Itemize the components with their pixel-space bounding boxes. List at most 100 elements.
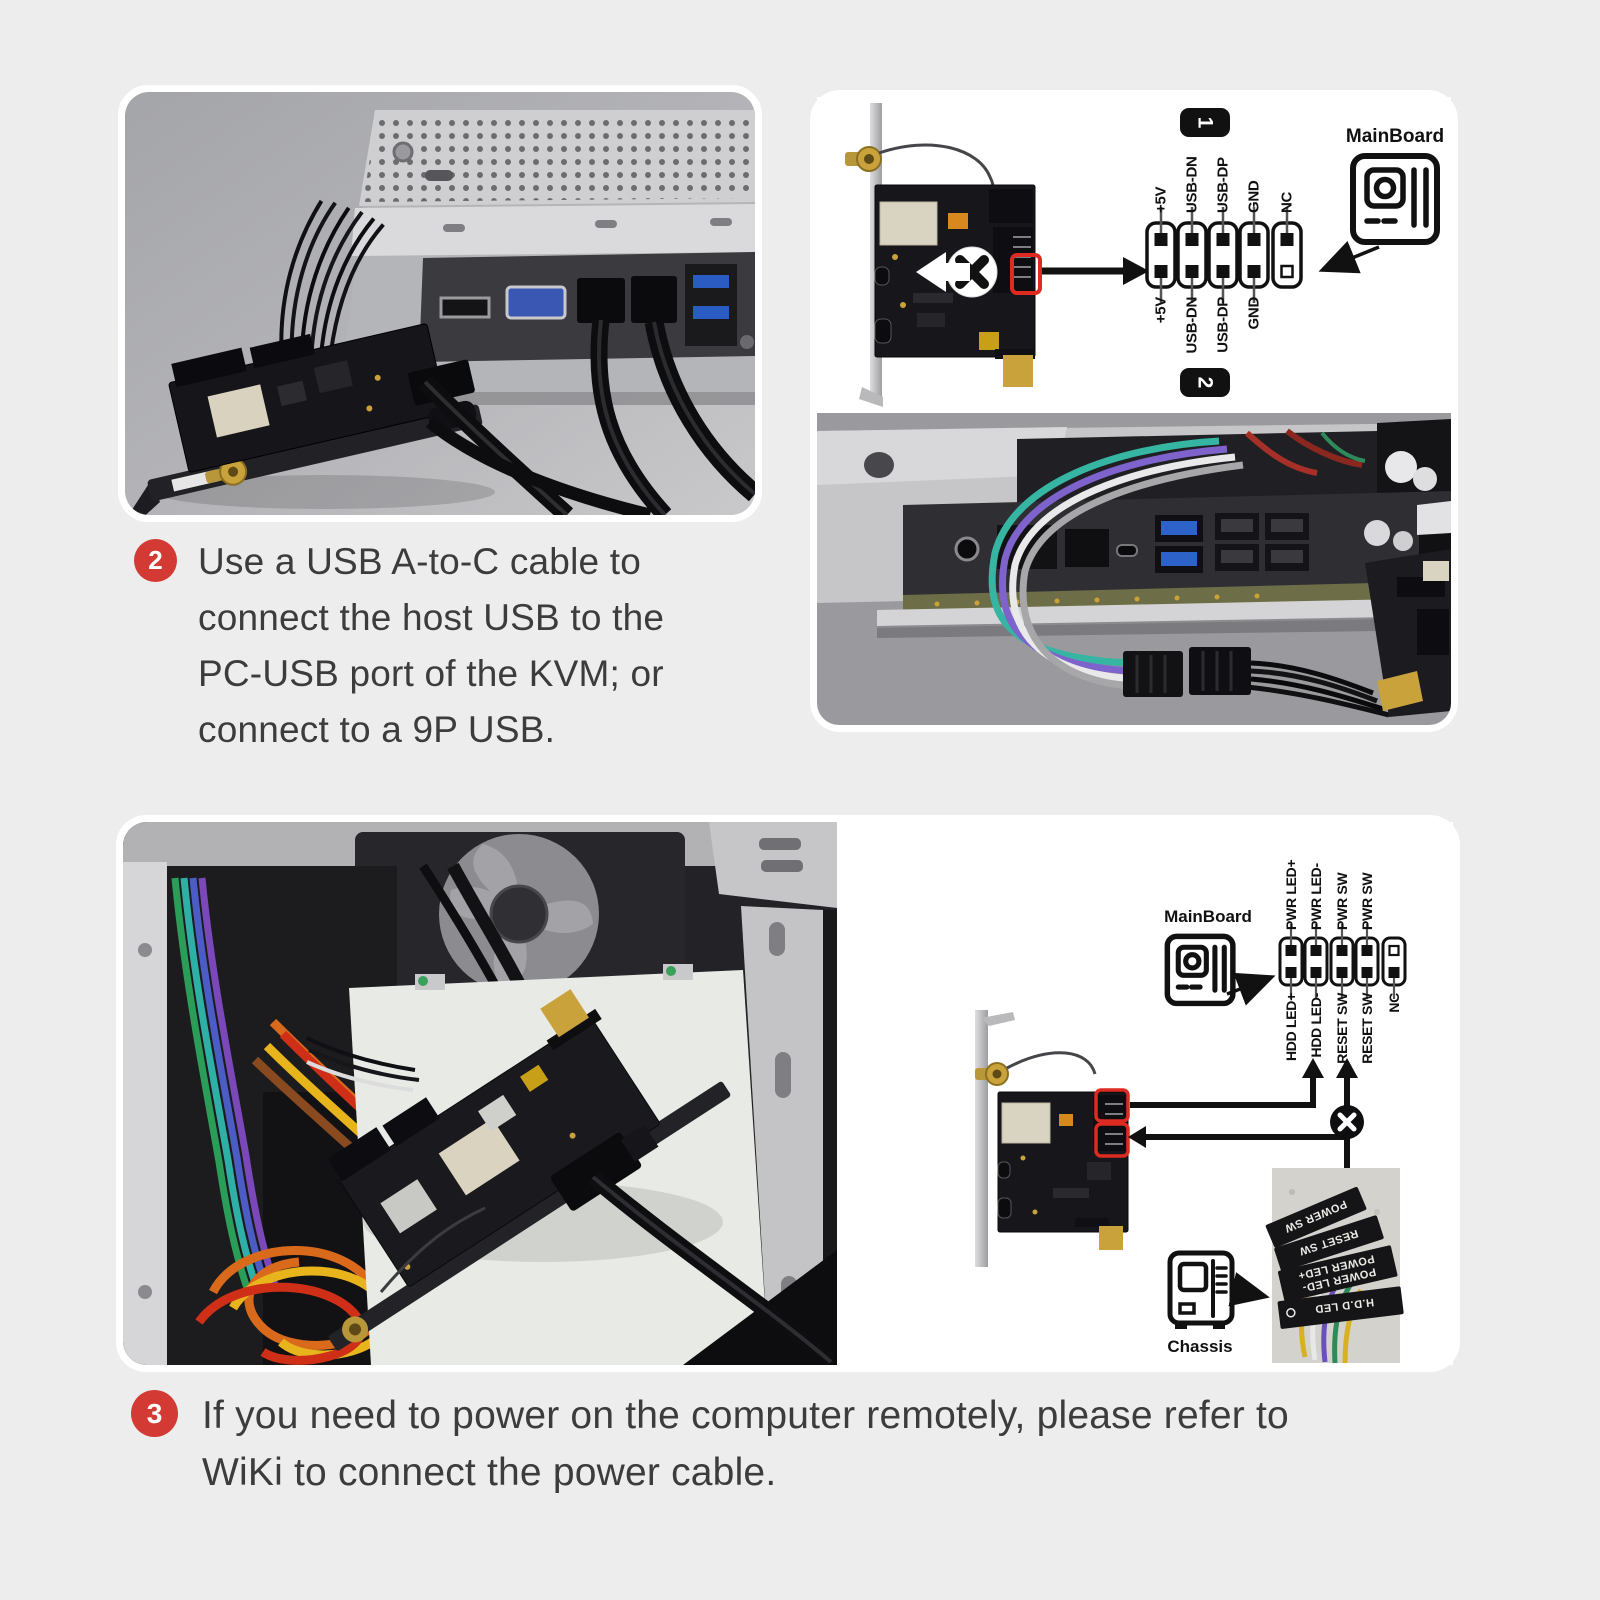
chassis-icon bbox=[1167, 1250, 1235, 1329]
step-2-number: 2 bbox=[148, 545, 163, 575]
pcie-edge-connector bbox=[1377, 671, 1423, 711]
usb3-ports bbox=[1155, 515, 1203, 573]
pin-label: RESET SW bbox=[1359, 992, 1375, 1064]
nc-open-pin bbox=[1388, 944, 1400, 957]
usbc-port bbox=[874, 266, 890, 286]
pin-label: HDD LED- bbox=[1308, 992, 1324, 1057]
header-wire-bundle bbox=[279, 199, 385, 365]
dupont-wires bbox=[306, 1036, 420, 1092]
pin2-badge bbox=[1180, 368, 1230, 397]
pin-label: PWR LED+ bbox=[1283, 860, 1299, 930]
pin-label: PWR SW bbox=[1334, 872, 1350, 930]
pin-label: RESET SW bbox=[1334, 992, 1350, 1064]
nc-open-pin bbox=[1280, 264, 1294, 279]
step-3-text: If you need to power on the computer rem… bbox=[202, 1394, 1289, 1494]
io-shield-area bbox=[903, 491, 1451, 597]
white-left-arrow-icon bbox=[916, 252, 970, 292]
pin-label: PWR SW bbox=[1359, 872, 1375, 930]
pin-label: PWR LED- bbox=[1308, 863, 1324, 930]
pc-case-rear bbox=[335, 110, 755, 405]
usb2-ports bbox=[1215, 513, 1309, 571]
usbc-port bbox=[874, 318, 892, 344]
shield-module bbox=[1001, 1102, 1051, 1144]
shield-module bbox=[438, 1118, 520, 1196]
orange-chip bbox=[948, 213, 968, 229]
sma-antenna-connector bbox=[845, 146, 882, 172]
kvm-card-illustration bbox=[845, 103, 1036, 407]
case-rail bbox=[741, 906, 823, 1365]
usbc-port bbox=[1116, 544, 1138, 557]
black-wires-to-card bbox=[1246, 660, 1390, 718]
power-header-diagram: MainBoard bbox=[837, 822, 1453, 1365]
photo-case-interior bbox=[123, 822, 837, 1365]
rainbow-ribbon-cable bbox=[171, 877, 280, 1296]
pin-label: HDD LED+ bbox=[1283, 993, 1299, 1061]
highlight-red-box-bottom bbox=[1094, 1122, 1130, 1158]
vga-port bbox=[505, 285, 567, 320]
case-screw bbox=[392, 141, 414, 163]
video-cable-plug bbox=[577, 278, 625, 323]
cables-to-case bbox=[590, 319, 755, 515]
chassis-label: Chassis bbox=[1167, 1337, 1232, 1356]
kvm-card-photo bbox=[125, 199, 483, 515]
pin-label: USB-DP bbox=[1215, 157, 1232, 213]
mainboard-label: MainBoard bbox=[1164, 907, 1252, 926]
pin-label: +5V bbox=[1153, 297, 1170, 324]
pin-label: USB-DN bbox=[1184, 297, 1201, 354]
photo-9pin-usb-connection bbox=[817, 413, 1451, 725]
kvm-card-cables bbox=[418, 375, 652, 515]
pcie-edge-connector bbox=[540, 989, 589, 1038]
mainboard-icon bbox=[1164, 933, 1236, 1007]
pin1-badge-number: 1 bbox=[1194, 117, 1217, 129]
hdmi-cable-plug bbox=[631, 276, 677, 323]
kvm-card-photo bbox=[327, 989, 731, 1351]
usb-header-diagram: +5V USB-DN USB-DP GND NC +5V USB-DN USB-… bbox=[817, 97, 1451, 413]
hdmi-port bbox=[439, 296, 491, 319]
dupont-connectors bbox=[1123, 647, 1251, 697]
hdmi-plug bbox=[550, 1132, 642, 1211]
logo-chip bbox=[979, 332, 999, 350]
chassis-pointer-arrow bbox=[1228, 1272, 1270, 1307]
step-3-number: 3 bbox=[146, 1397, 163, 1429]
usb-wiring-panel: +5V USB-DN USB-DP GND NC +5V USB-DN USB-… bbox=[810, 90, 1458, 732]
photo-pc-rear-with-kvm-card bbox=[125, 92, 755, 515]
case-and-motherboard bbox=[817, 419, 1451, 638]
sma-antenna-connector bbox=[205, 457, 248, 486]
audio-jack bbox=[954, 536, 980, 562]
pin-label: +5V bbox=[1153, 186, 1170, 213]
pin-label: NC bbox=[1386, 993, 1402, 1013]
antenna-coax-wire bbox=[1006, 1051, 1097, 1075]
power-wiring-panel: MainBoard bbox=[116, 815, 1460, 1372]
pcie-edge-connector bbox=[1003, 355, 1033, 387]
sma-antenna-connector bbox=[975, 1062, 1009, 1086]
pin-label: NC bbox=[1279, 191, 1296, 213]
step-3-badge: 3 bbox=[131, 1390, 178, 1437]
rainbow-9pin-cable bbox=[988, 437, 1244, 691]
chassis-connector-photo: POWER SW RESET SW POWER LED- POWER LED+ … bbox=[1265, 1168, 1404, 1364]
pin1-badge bbox=[1180, 108, 1230, 137]
shield-module bbox=[207, 384, 270, 438]
mainboard-pointer-arrow bbox=[1226, 972, 1276, 1006]
kvm-card-photo bbox=[1365, 501, 1451, 717]
sma-antenna-connector bbox=[342, 1316, 369, 1343]
step-2-text: Use a USB A-to-C cable to connect the ho… bbox=[198, 541, 665, 750]
mainboard-icon bbox=[1350, 153, 1440, 245]
case-fan bbox=[355, 832, 685, 1000]
x-glyph bbox=[1337, 1112, 1357, 1132]
step-2-badge: 2 bbox=[134, 539, 177, 582]
power-pin-header bbox=[1278, 924, 1407, 999]
highlight-red-box-top bbox=[1094, 1088, 1130, 1123]
pin-label: USB-DN bbox=[1184, 156, 1201, 213]
pcie-edge-connector bbox=[1099, 1226, 1123, 1250]
pin-label: GND bbox=[1246, 297, 1263, 330]
pin-label: GND bbox=[1246, 180, 1263, 213]
pin-label: USB-DP bbox=[1215, 297, 1232, 353]
kvm-card-illustration bbox=[975, 1010, 1129, 1267]
mainboard-pointer-arrow bbox=[1318, 240, 1380, 274]
connection-lines bbox=[1128, 1058, 1358, 1168]
shield-module bbox=[879, 201, 938, 246]
highlight-red-box bbox=[1010, 253, 1042, 295]
usb-pin-header bbox=[1145, 207, 1303, 303]
pin2-badge-number: 2 bbox=[1194, 377, 1217, 389]
mainboard-label: MainBoard bbox=[1346, 126, 1444, 147]
